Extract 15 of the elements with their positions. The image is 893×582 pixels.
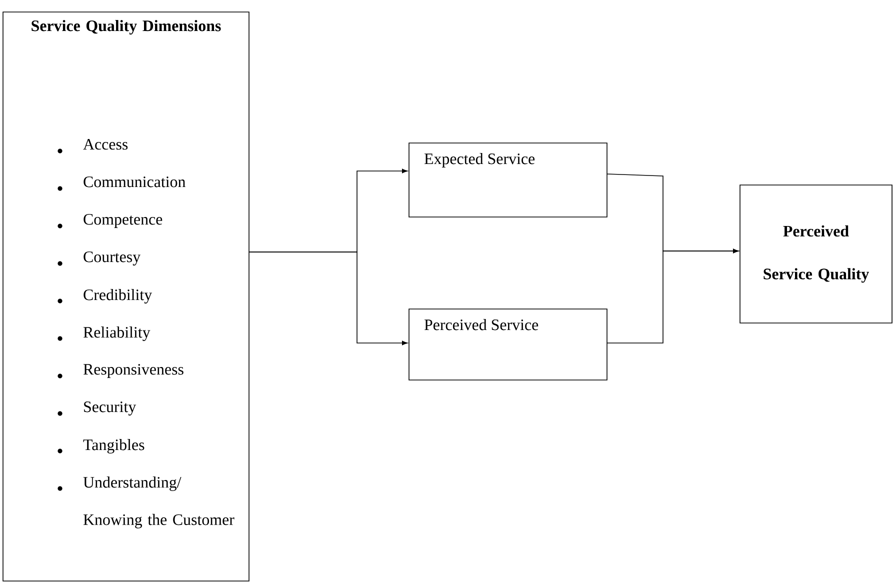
list-item: Reliability <box>58 326 150 341</box>
arrow <box>248 252 408 346</box>
process-box: Perceived Service <box>408 308 608 380</box>
list-item: Communication <box>58 176 186 191</box>
process-box: Expected Service <box>408 142 608 218</box>
list-item: Tangibles <box>58 439 144 454</box>
list-item: Courtesy <box>58 252 140 266</box>
result-box: Perceived Service Quality <box>740 184 892 324</box>
list-item: Understanding/ Knowing the Customer <box>58 476 234 528</box>
arrow <box>606 248 739 344</box>
list-item: Competence <box>58 214 162 228</box>
list-item: Access <box>58 139 128 154</box>
list-item: Security <box>58 402 136 416</box>
list-item: Credibility <box>58 289 152 304</box>
list-item: Responsiveness <box>58 364 184 378</box>
